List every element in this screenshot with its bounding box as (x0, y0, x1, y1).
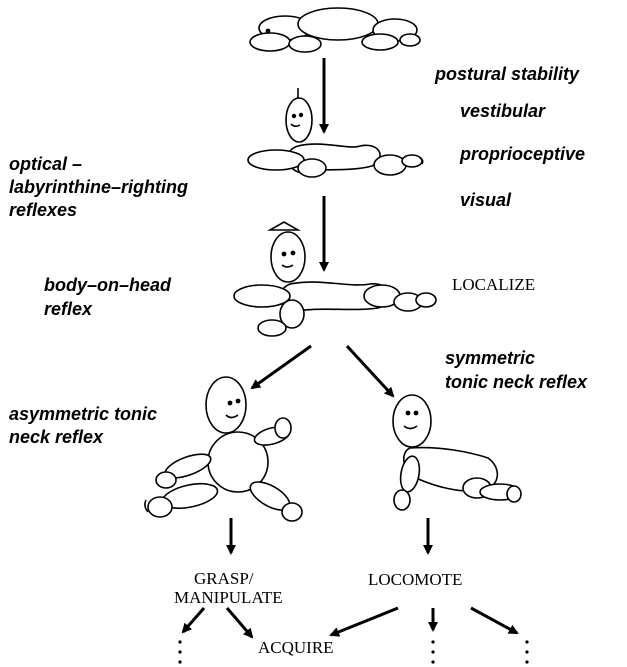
arrow-to-symmetric (347, 346, 393, 396)
dots-center (431, 640, 434, 663)
label-body-on-head: body–on–head reflex (44, 275, 172, 319)
label-grasp-manipulate: GRASP/ MANIPULATE (174, 569, 283, 607)
infant-head-lifted-figure (248, 88, 423, 177)
label-optical-labyrinthine: optical – labyrinthine–righting reflexes (9, 154, 188, 220)
continuation-dots (178, 640, 528, 663)
label-body-on-head-line2: reflex (44, 299, 93, 319)
label-locomote: LOCOMOTE (368, 570, 462, 589)
label-optical-line3: reflexes (9, 200, 77, 220)
label-sym-line2: tonic neck reflex (445, 372, 588, 392)
infant-prone-figure (250, 8, 420, 52)
arrow-locomote-to-acquire (331, 608, 398, 635)
label-proprioceptive: proprioceptive (459, 144, 585, 164)
label-asym-line1: asymmetric tonic (9, 404, 157, 424)
label-acquire: ACQUIRE (258, 638, 334, 657)
label-visual: visual (460, 190, 512, 210)
label-postural-stability: postural stability (434, 64, 580, 84)
label-sym-line1: symmetric (445, 348, 535, 368)
infant-symmetric-figure (393, 395, 521, 510)
arrow-grasp-to-acquire (227, 608, 252, 637)
label-asymmetric: asymmetric tonic neck reflex (9, 404, 157, 447)
arrow-to-asymmetric (252, 346, 311, 388)
arrow-locomote-to-dots-right (471, 608, 517, 633)
infant-asymmetric-figure (145, 377, 302, 521)
label-grasp-line1: GRASP/ (194, 569, 254, 588)
dots-left (178, 640, 181, 663)
label-asym-line2: neck reflex (9, 427, 104, 447)
label-vestibular: vestibular (460, 101, 546, 121)
dots-right (525, 640, 528, 663)
label-optical-line1: optical – (9, 154, 82, 174)
label-grasp-line2: MANIPULATE (174, 588, 283, 607)
arrow-grasp-to-dots (183, 608, 204, 632)
infant-body-on-head-figure (234, 222, 436, 336)
label-body-on-head-line1: body–on–head (44, 275, 172, 295)
label-symmetric: symmetric tonic neck reflex (445, 348, 588, 392)
label-optical-line2: labyrinthine–righting (9, 177, 188, 197)
label-localize: LOCALIZE (452, 275, 535, 294)
